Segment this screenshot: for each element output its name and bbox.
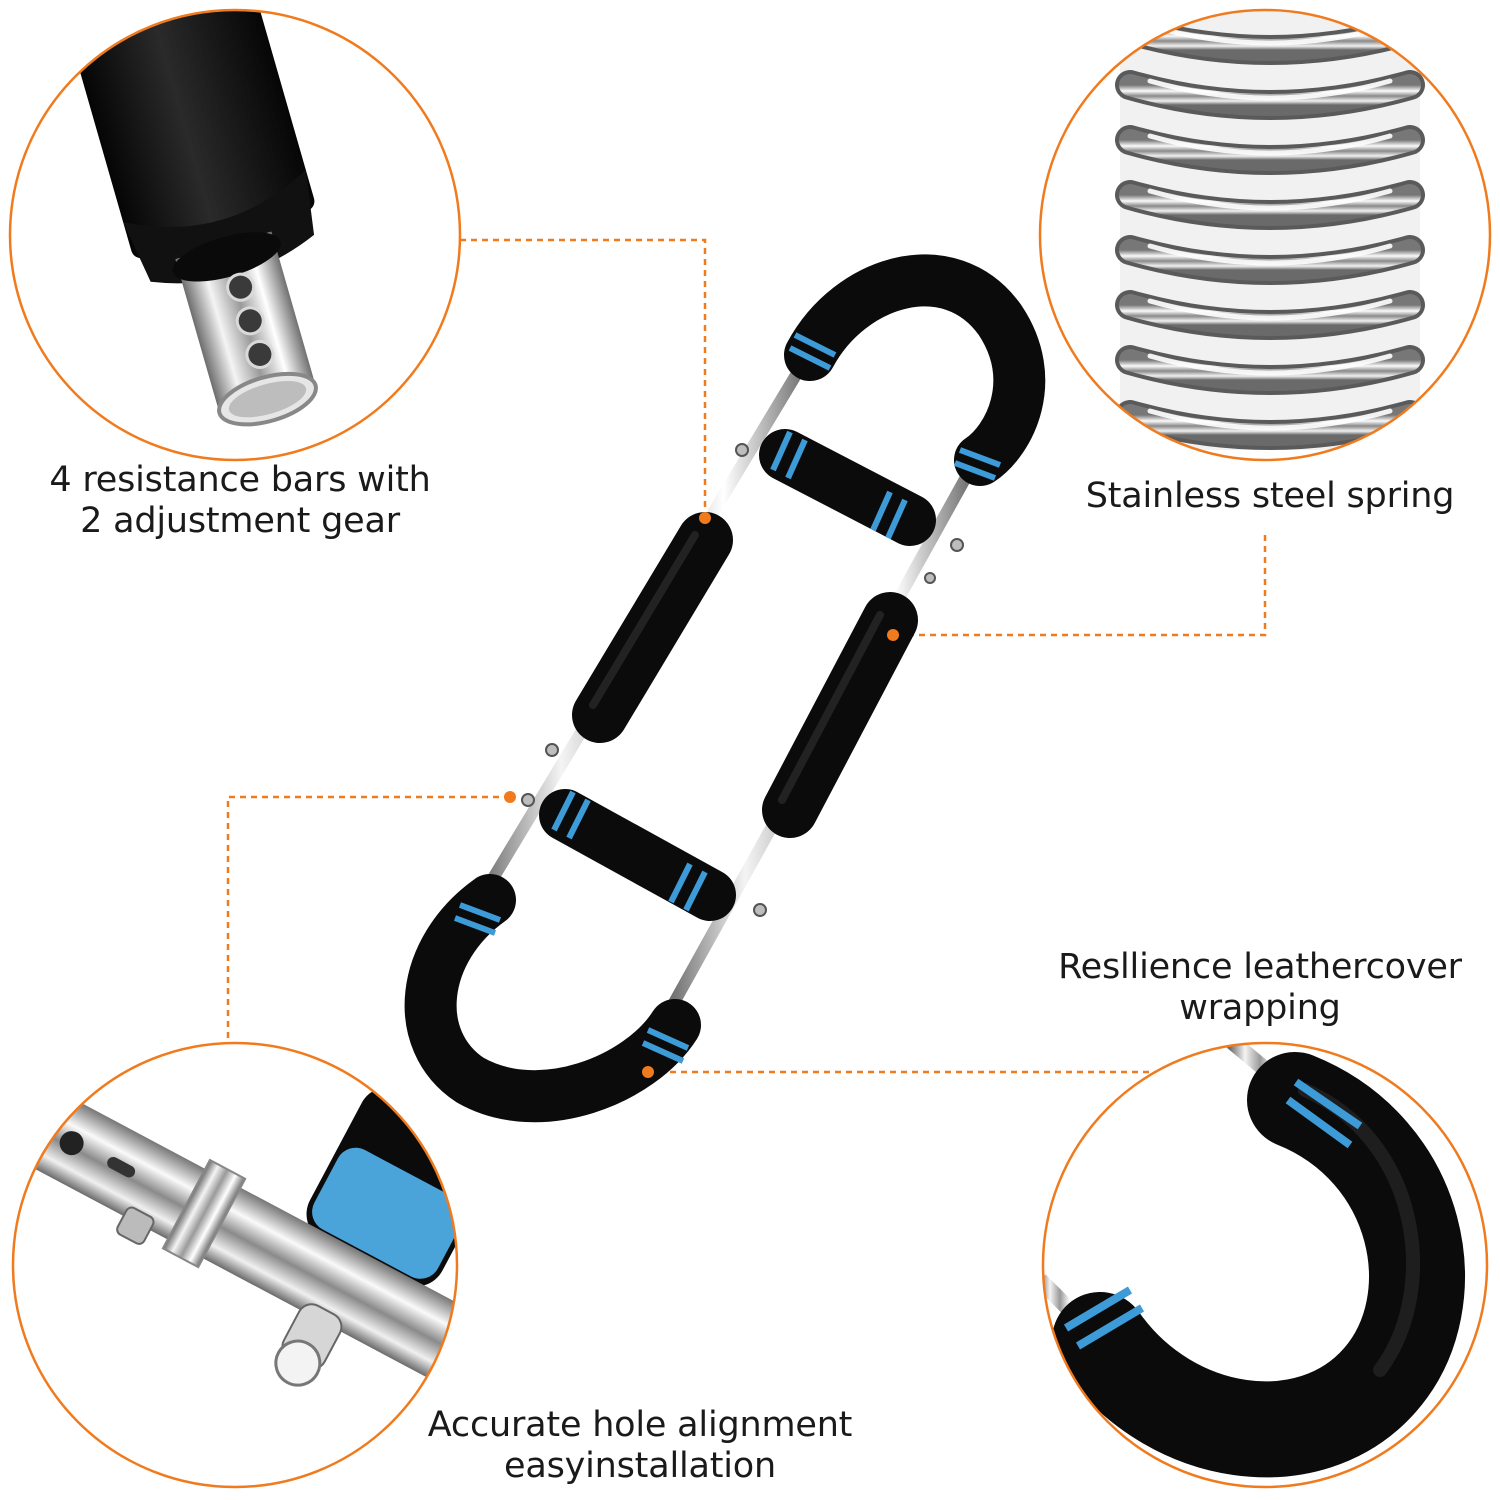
callout-dot-bars xyxy=(699,512,711,524)
caption-leather-line1: Resllience leathercover xyxy=(1058,947,1462,987)
callout-dot-leather xyxy=(642,1066,654,1078)
caption-resistance-bars: 4 resistance bars with 2 adjustment gear xyxy=(20,460,460,542)
detail-circle-tube-holes xyxy=(8,8,462,462)
caption-hole-line1: Accurate hole alignment xyxy=(427,1405,853,1445)
caption-resistance-bars-line1: 4 resistance bars with xyxy=(49,460,431,500)
caption-leather-wrapping: Resllience leathercover wrapping xyxy=(1040,947,1480,1029)
detail-circle-hole-alignment xyxy=(11,1041,459,1489)
detail-circle-spring xyxy=(1038,8,1492,462)
leader-line-hole xyxy=(226,795,510,1043)
caption-spring: Stainless steel spring xyxy=(1060,476,1480,517)
callout-dot-spring xyxy=(887,629,899,641)
caption-spring-line1: Stainless steel spring xyxy=(1085,476,1455,516)
forearm-exerciser xyxy=(404,254,1046,1123)
caption-leather-line2: wrapping xyxy=(1179,988,1341,1028)
leader-line-spring xyxy=(893,535,1267,637)
caption-resistance-bars-line2: 2 adjustment gear xyxy=(80,501,400,541)
leader-line-bars xyxy=(460,238,707,515)
caption-hole-line2: easyinstallation xyxy=(504,1446,776,1486)
detail-circle-leather-wrapping xyxy=(1041,1041,1489,1489)
leader-lines xyxy=(226,238,1267,1074)
caption-hole-alignment: Accurate hole alignment easyinstallation xyxy=(400,1405,880,1487)
callout-dot-hole xyxy=(504,791,516,803)
